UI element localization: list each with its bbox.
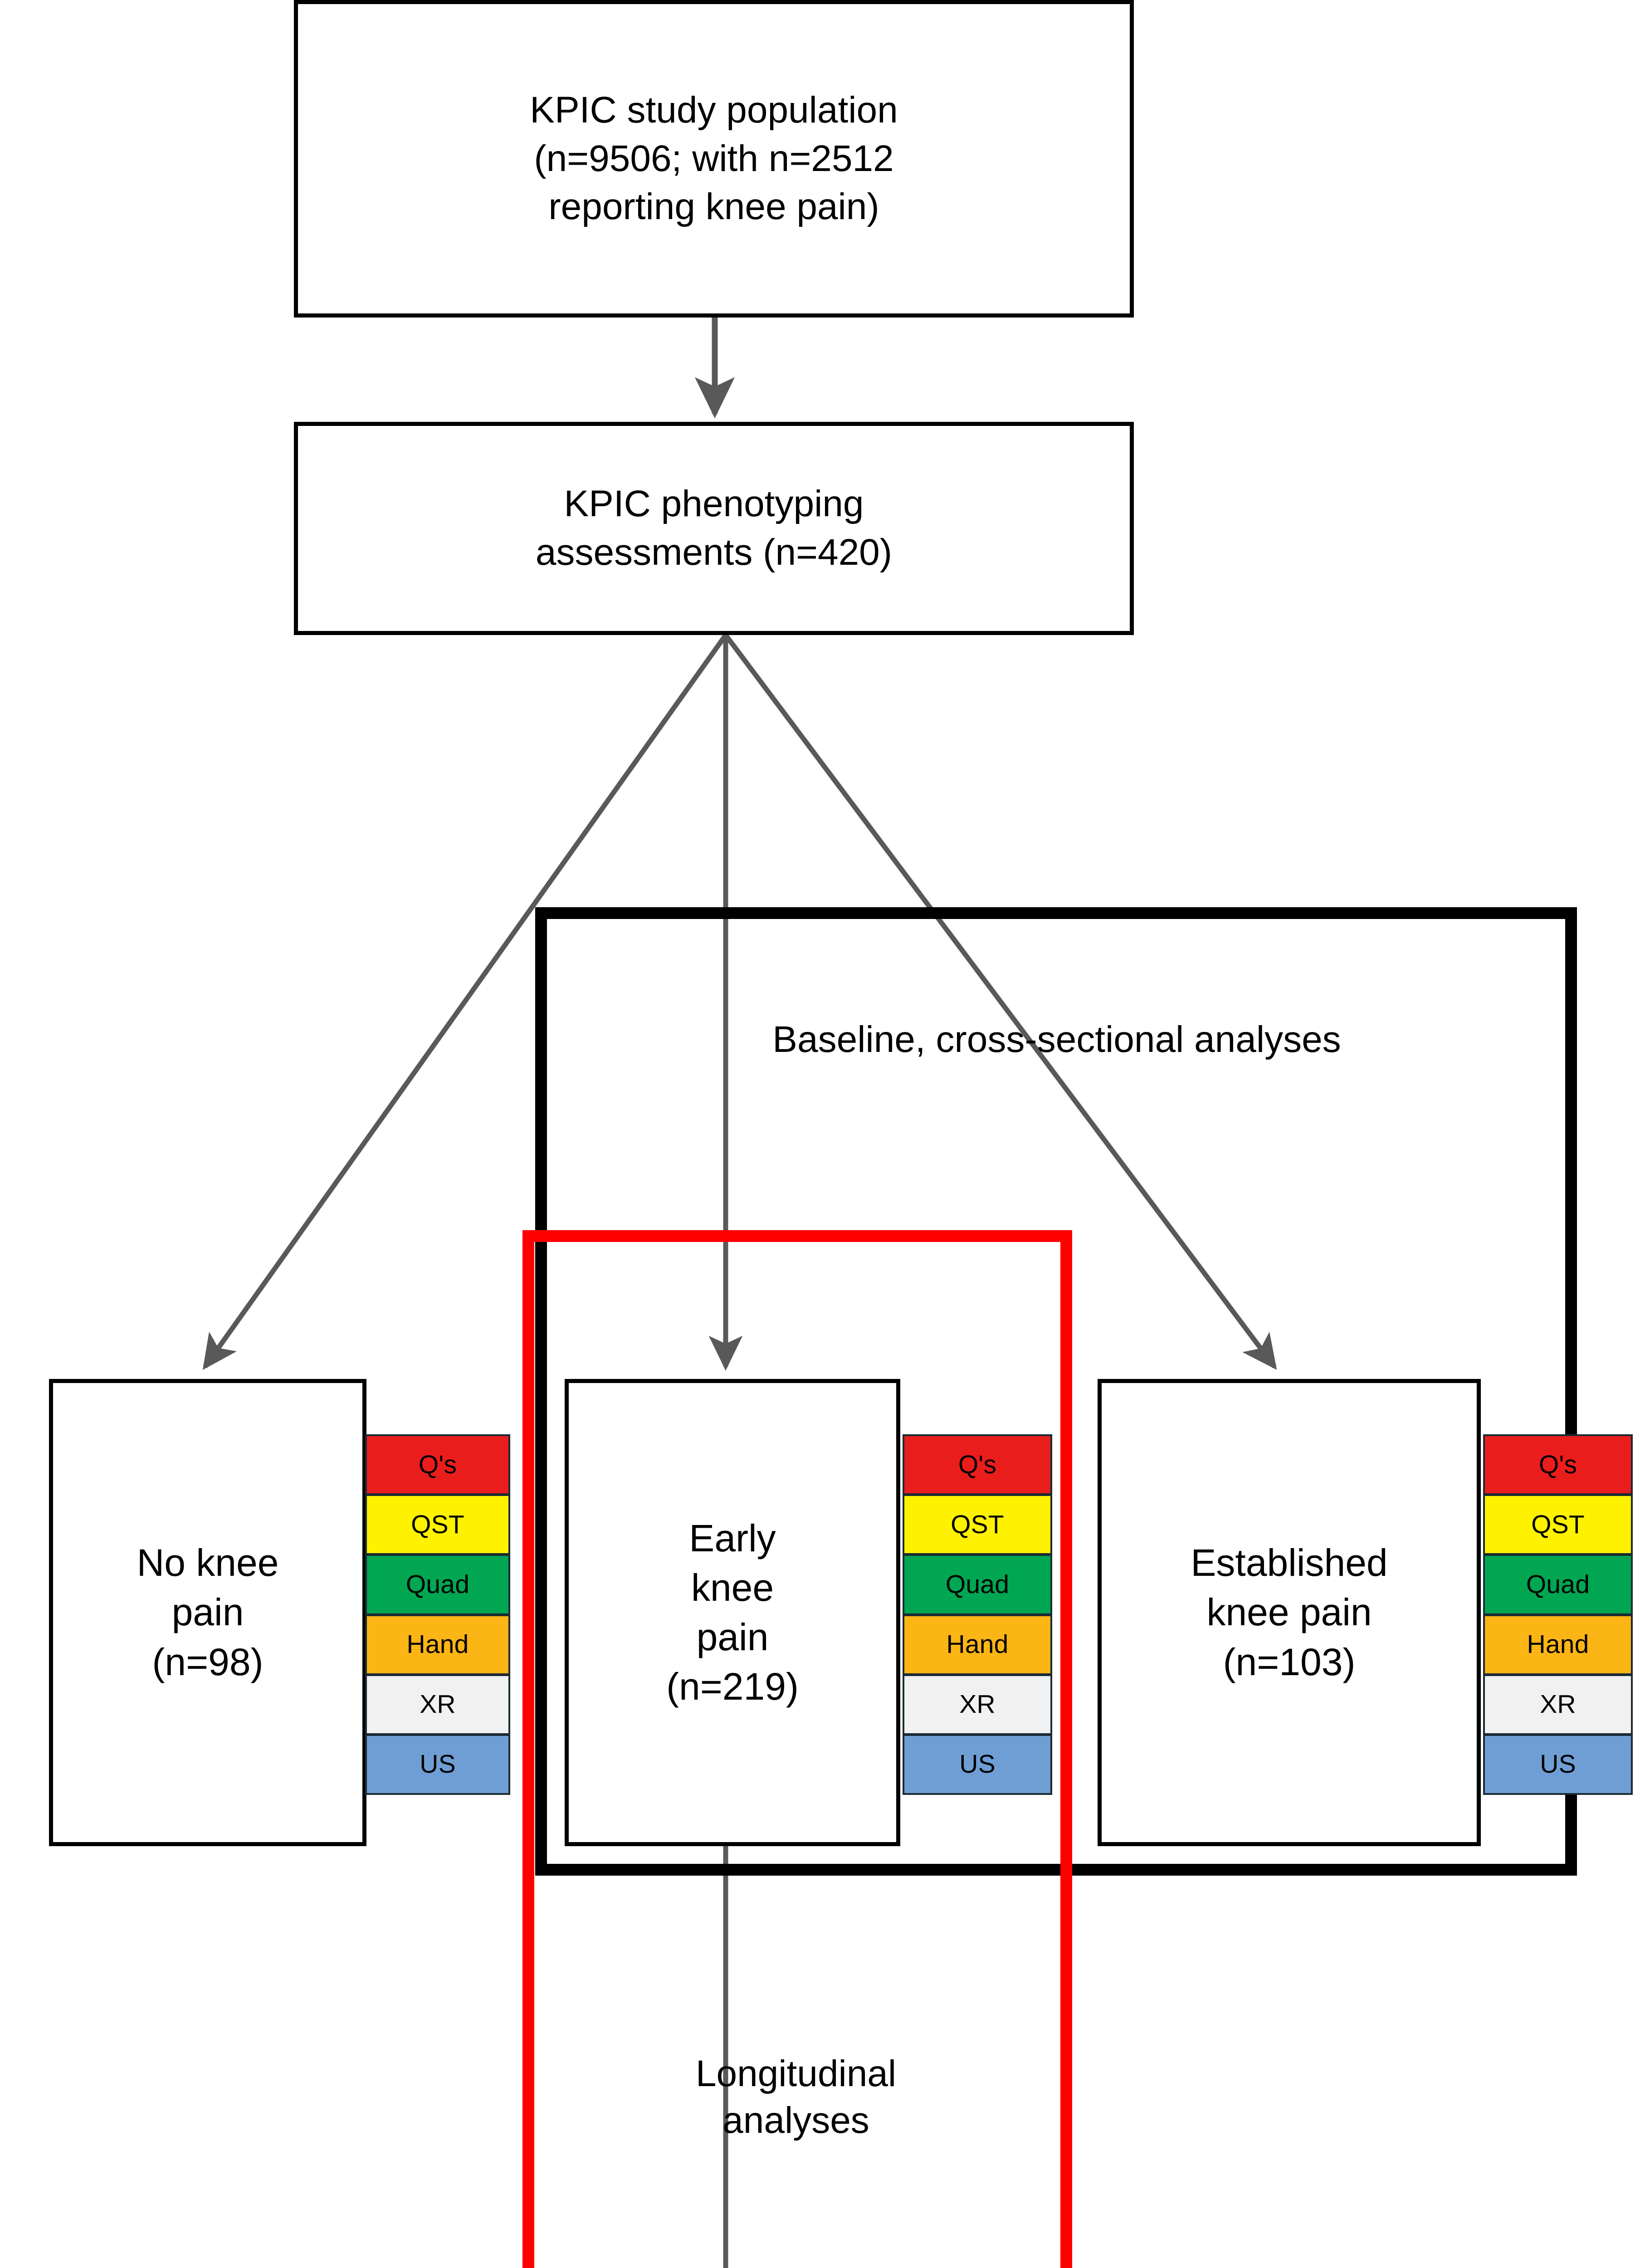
legend-band-qst: QST xyxy=(365,1494,510,1554)
legend-band-quad: Quad xyxy=(903,1554,1052,1614)
node-no-knee-pain-label: No knee pain (n=98) xyxy=(137,1541,279,1683)
longitudinal-frame-label: Longitudinal analyses xyxy=(695,2053,897,2141)
node-study-population-label: KPIC study population (n=9506; with n=25… xyxy=(530,89,898,228)
legend-band-us: US xyxy=(903,1734,1052,1795)
legend-band-us: US xyxy=(1483,1734,1633,1795)
node-phenotyping-assessments[interactable]: KPIC phenotyping assessments (n=420) xyxy=(294,422,1134,635)
node-study-population[interactable]: KPIC study population (n=9506; with n=25… xyxy=(294,0,1134,318)
node-early-knee-pain[interactable]: Early knee pain (n=219) xyxy=(565,1379,900,1846)
legend-band-hand: Hand xyxy=(1483,1614,1633,1674)
legend-band-q-s: Q's xyxy=(1483,1434,1633,1495)
node-phenotyping-assessments-label: KPIC phenotyping assessments (n=420) xyxy=(535,483,893,573)
legend-band-hand: Hand xyxy=(365,1614,510,1674)
legend-band-hand: Hand xyxy=(903,1614,1052,1674)
legend-band-quad: Quad xyxy=(1483,1554,1633,1614)
node-no-knee-pain[interactable]: No knee pain (n=98) xyxy=(49,1379,366,1846)
legend-band-us: US xyxy=(365,1734,510,1795)
legend-band-qst: QST xyxy=(903,1494,1052,1554)
legend-band-qst: QST xyxy=(1483,1494,1633,1554)
baseline-frame-label: Baseline, cross-sectional analyses xyxy=(772,1019,1341,1060)
legend-band-xr: XR xyxy=(1483,1674,1633,1734)
legend-band-q-s: Q's xyxy=(365,1434,510,1495)
legend-band-xr: XR xyxy=(365,1674,510,1734)
node-established-knee-pain-label: Established knee pain (n=103) xyxy=(1191,1541,1388,1683)
node-established-knee-pain[interactable]: Established knee pain (n=103) xyxy=(1098,1379,1481,1846)
legend-band-q-s: Q's xyxy=(903,1434,1052,1495)
node-early-knee-pain-label: Early knee pain (n=219) xyxy=(666,1516,799,1708)
legend-band-quad: Quad xyxy=(365,1554,510,1614)
legend-band-xr: XR xyxy=(903,1674,1052,1734)
